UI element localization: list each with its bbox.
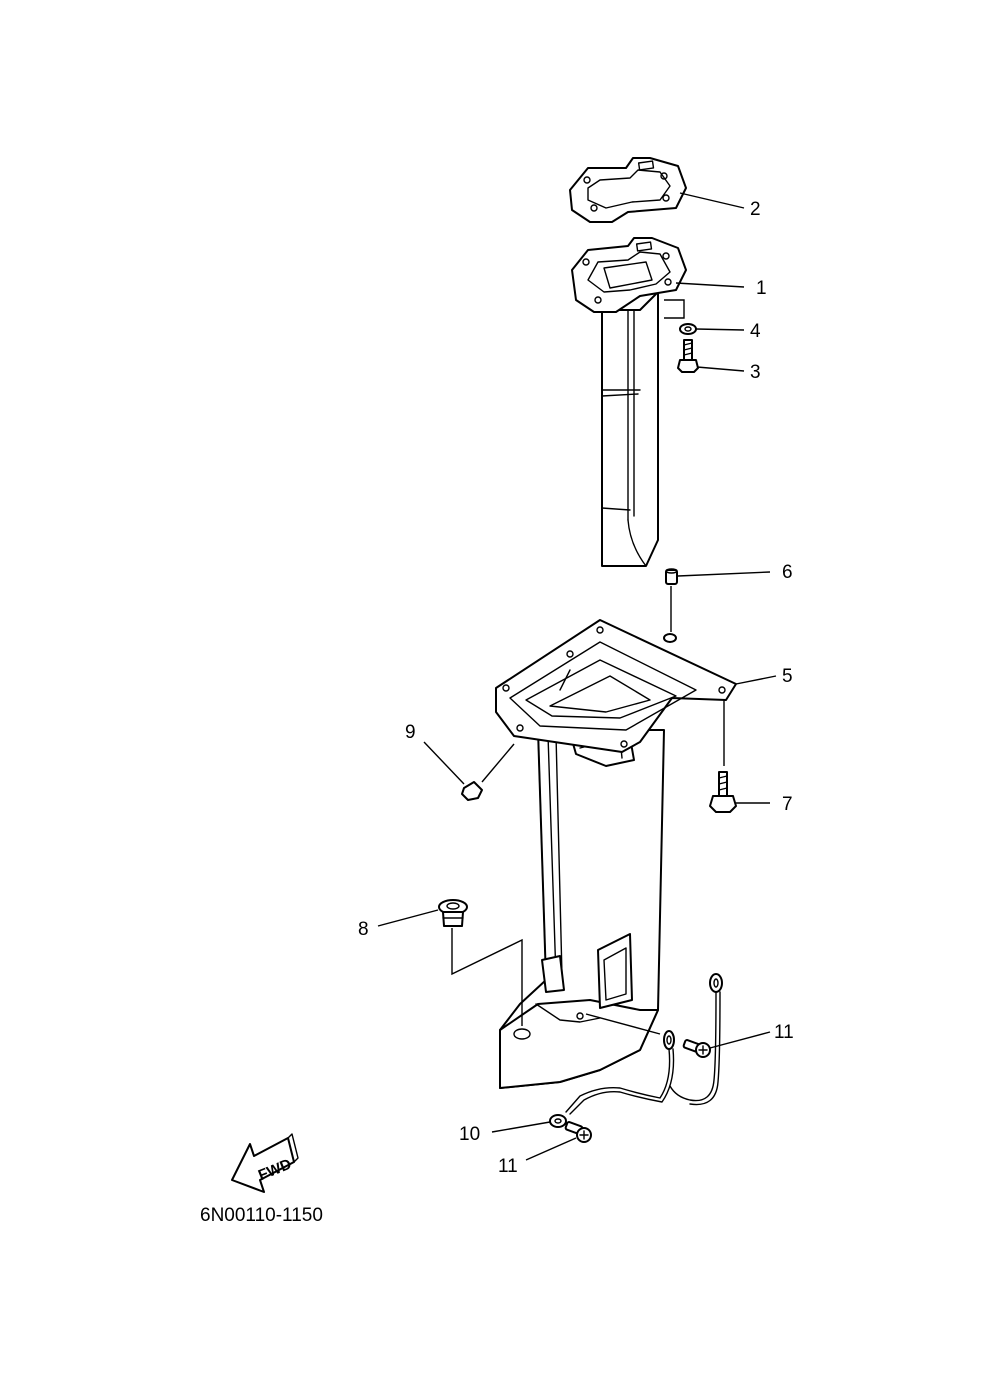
gasket-part-2[interactable] xyxy=(569,157,687,223)
washer-part-4[interactable] xyxy=(679,323,697,335)
bolt-part-7[interactable] xyxy=(709,771,737,813)
callout-labels: 1 2 3 4 5 6 7 8 9 10 11 11 xyxy=(358,199,794,1177)
screw-part-11-lower[interactable] xyxy=(564,1121,592,1143)
callout-6: 6 xyxy=(782,562,793,583)
callout-4: 4 xyxy=(750,321,761,342)
callout-10: 10 xyxy=(459,1124,480,1145)
grommet-part-8[interactable] xyxy=(438,899,468,927)
upper-casing-part-5[interactable] xyxy=(495,619,737,1089)
callout-5: 5 xyxy=(782,666,793,687)
fwd-arrow-icon: FWD xyxy=(231,1133,299,1193)
bolt-part-3[interactable] xyxy=(677,339,699,373)
callout-7: 7 xyxy=(782,794,793,815)
callout-1: 1 xyxy=(756,278,767,299)
callout-2: 2 xyxy=(750,199,761,220)
ground-lead-part-10[interactable] xyxy=(549,973,723,1128)
plug-part-9[interactable] xyxy=(461,781,483,801)
callout-11-lower: 11 xyxy=(498,1156,518,1177)
callout-9: 9 xyxy=(405,722,416,743)
callout-8: 8 xyxy=(358,919,369,940)
diagram-code: 6N00110-1150 xyxy=(200,1205,323,1226)
exhaust-guide-part-1[interactable] xyxy=(571,237,687,567)
callout-11-upper: 11 xyxy=(774,1022,794,1043)
dowel-pin-part-6[interactable] xyxy=(665,568,678,585)
screw-part-11-upper[interactable] xyxy=(682,1039,711,1058)
leader-lines xyxy=(377,192,777,1161)
callout-3: 3 xyxy=(750,362,761,383)
